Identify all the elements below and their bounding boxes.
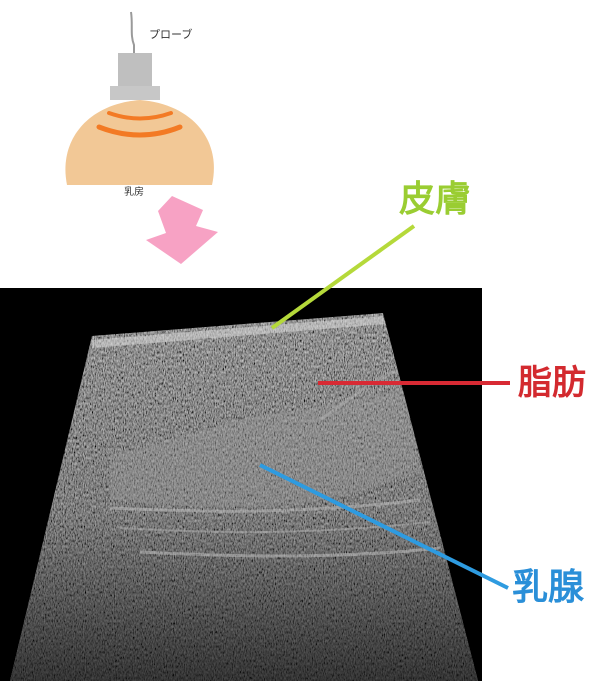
ultrasound-image bbox=[0, 288, 482, 681]
down-arrow-icon bbox=[146, 196, 218, 264]
probe-body bbox=[118, 53, 152, 87]
breast-shape bbox=[65, 100, 213, 185]
skin-label: 皮膚 bbox=[399, 182, 471, 218]
probe-head bbox=[110, 86, 160, 100]
mammary-gland-label: 乳腺 bbox=[512, 570, 584, 606]
fat-label: 脂肪 bbox=[518, 366, 586, 400]
probe-cable bbox=[131, 12, 134, 55]
probe-label: プローブ bbox=[149, 29, 192, 40]
breast-label: 乳房 bbox=[124, 188, 144, 198]
